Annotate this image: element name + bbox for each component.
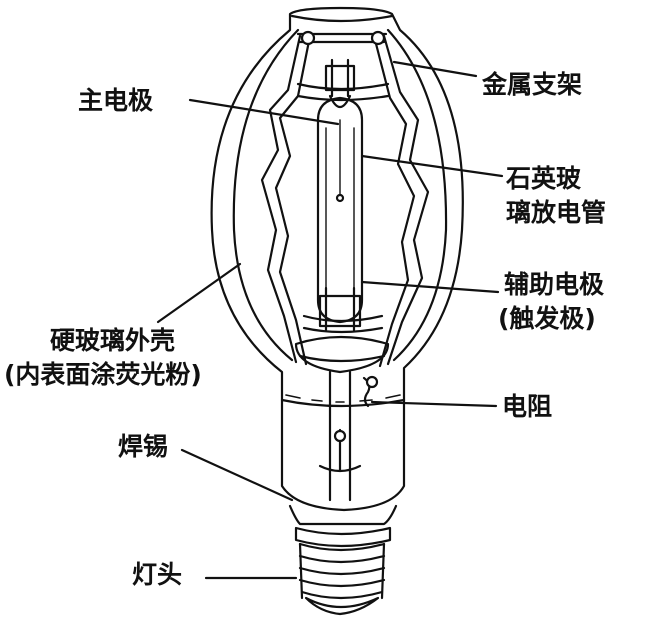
leader-hard-glass [156, 262, 242, 324]
leader-resistor [370, 400, 498, 408]
support-wire-right-2 [372, 34, 416, 368]
support-wire-left-2 [274, 34, 312, 366]
quartz-arc-tube-inner [325, 127, 355, 297]
label-metal-support: 金属支架 [482, 70, 583, 99]
outer-glass-inner-edge-right [386, 28, 448, 362]
leader-aux-electrode [360, 280, 500, 294]
support-wire-left [260, 34, 302, 364]
label-resistor: 电阻 [502, 392, 553, 421]
label-solder: 焊锡 [118, 432, 169, 461]
outer-glass-inner-edge [232, 28, 300, 362]
leader-main-electrode [188, 98, 340, 126]
label-quartz-tube-line1: 石英玻 [506, 164, 582, 193]
label-aux-electrode-line1: 辅助电极 [504, 270, 605, 299]
label-hard-glass-line1: 硬玻璃外壳 [50, 326, 176, 355]
lamp-cap-tip [304, 596, 380, 616]
lamp-cap-ring [294, 526, 392, 548]
bulb-neck-dash [285, 394, 401, 403]
leader-metal-support [392, 60, 478, 78]
lower-mount-disc [294, 335, 390, 374]
label-hard-glass-line2: (内表面涂荧光粉) [4, 360, 202, 389]
leader-solder [180, 448, 294, 502]
label-lamp-cap: 灯头 [132, 560, 183, 589]
outer-glass-envelope [210, 6, 464, 512]
leader-quartz-tube [360, 154, 504, 178]
lamp-cap-thread [298, 542, 386, 600]
support-wire-right [382, 34, 430, 366]
upper-clamp-band [296, 82, 390, 102]
aux-electrode [318, 286, 362, 332]
label-quartz-tube-line2: 璃放电管 [506, 198, 607, 227]
label-main-electrode: 主电极 [78, 86, 154, 115]
bulb-neck-top [290, 14, 394, 23]
lower-clamp-band [302, 314, 384, 334]
main-electrode-top [324, 58, 356, 98]
lamp-cap-shoulder [288, 504, 398, 526]
label-aux-electrode-line2: (触发极) [498, 304, 596, 333]
